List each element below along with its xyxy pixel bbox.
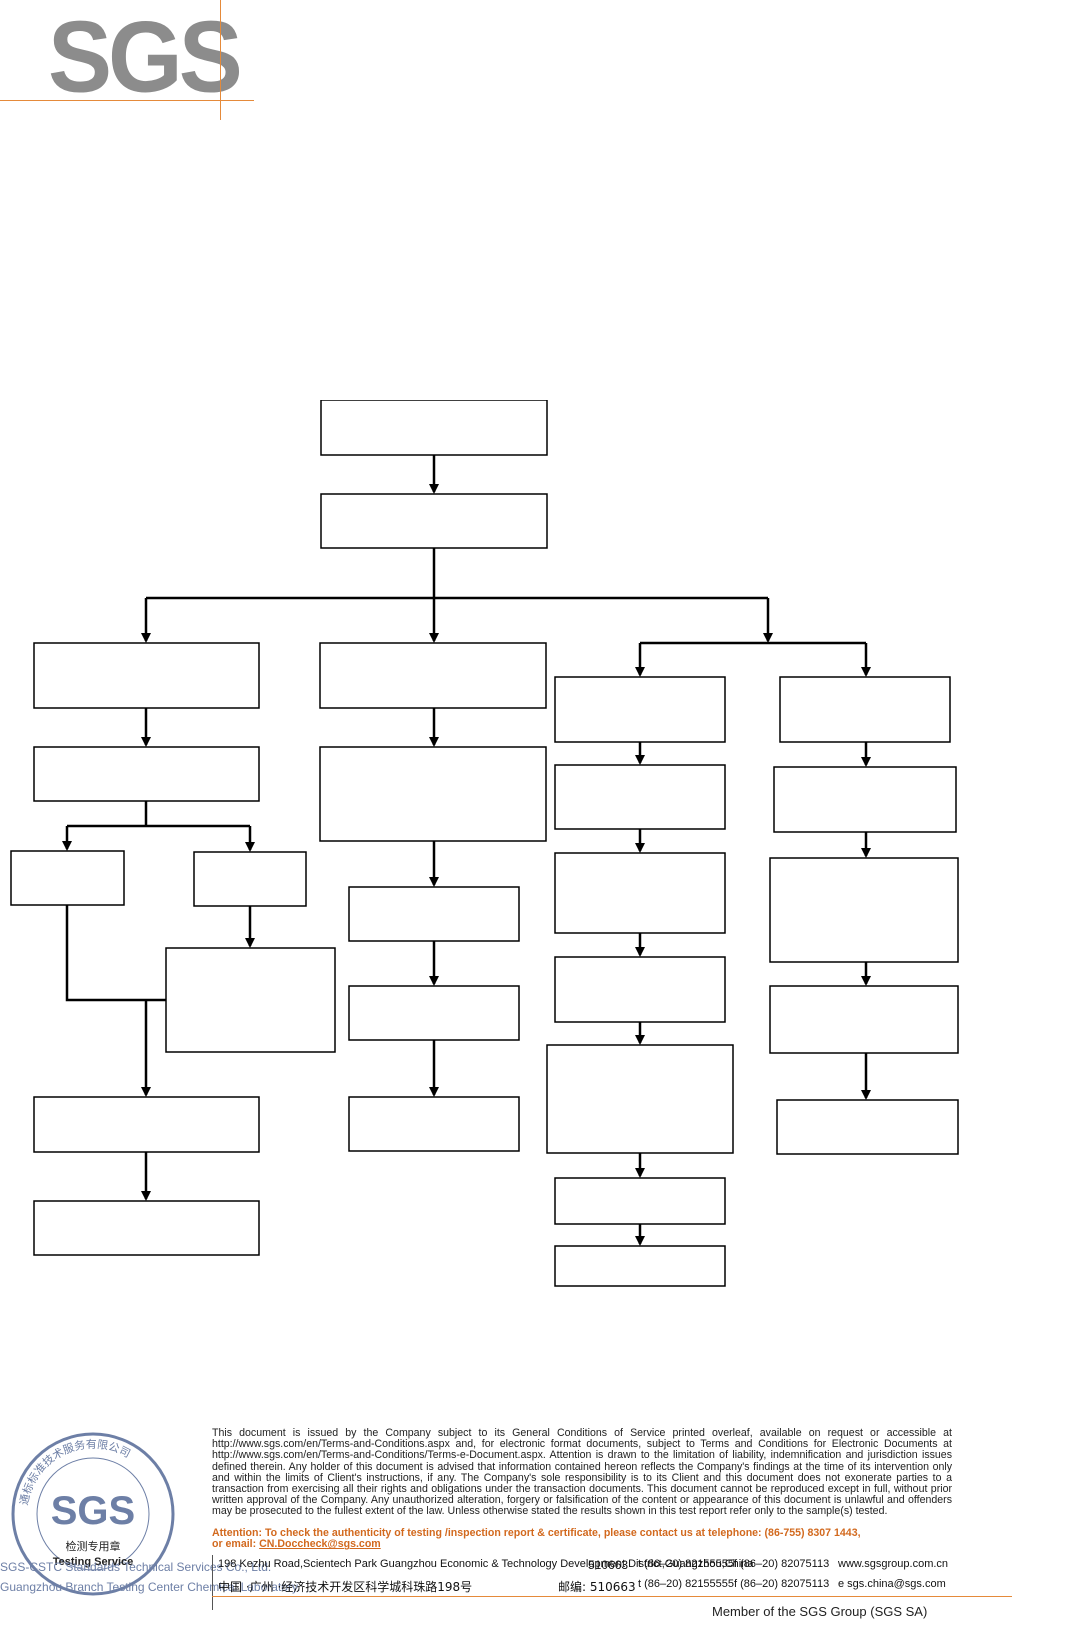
flow-box-c1-3a [10, 850, 125, 906]
sgs-logo: SGS [48, 2, 248, 112]
flow-box-c2-1 [319, 642, 547, 709]
flow-box-c1-6 [33, 1200, 260, 1256]
footer-rule [212, 1596, 1012, 1597]
fax-cn: f (86–20) 82075113 [734, 1578, 830, 1590]
flow-box-c4-2 [773, 766, 957, 833]
sgs-logo-text: SGS [48, 1, 243, 114]
flow-box-c1-4 [165, 947, 336, 1053]
flow-box-c2-2 [319, 746, 547, 842]
testing-service-seal: 通标标准技术服务有限公司 SGS 检测专用章 Testing Service [8, 1428, 178, 1600]
seal-sgs-word: SGS [51, 1489, 135, 1533]
authenticity-email-line: or email: CN.Doccheck@sgs.com [212, 1539, 952, 1550]
address-cn: 中国 ·广州 ·经济技术开发区科学城科珠路198号 [218, 1580, 473, 1594]
flow-box-c3-1 [554, 676, 726, 743]
email-link[interactable]: e sgs.china@sgs.com [838, 1578, 946, 1590]
flowchart-canvas [10, 400, 959, 1287]
flow-box-c3-5 [546, 1044, 734, 1154]
flow-box-2 [320, 493, 548, 549]
flow-box-c1-3b [193, 851, 307, 907]
seal-label-en: Testing Service [53, 1556, 134, 1568]
flow-box-c3-3 [554, 852, 726, 934]
flow-box-c3-2 [554, 764, 726, 830]
flow-box-start [320, 400, 548, 456]
seal-label-cn: 检测专用章 [66, 1539, 121, 1553]
zip-en: 510663 [588, 1558, 629, 1572]
authenticity-notice: Attention: To check the authenticity of … [212, 1527, 952, 1550]
telephone-cn: t (86–20) 82155555 [638, 1578, 735, 1590]
flow-box-c3-7 [554, 1245, 726, 1287]
flowchart [0, 400, 1087, 1360]
logo-divider [220, 0, 221, 120]
address-en: 198 Kezhu Road,Scientech Park Guangzhou … [218, 1558, 754, 1570]
flow-box-c3-4 [554, 956, 726, 1023]
zip-cn: 邮编: 510663 [558, 1580, 636, 1594]
flow-box-c4-4 [769, 985, 959, 1054]
authenticity-phone: Attention: To check the authenticity of … [212, 1527, 861, 1539]
flow-box-c2-4 [348, 985, 520, 1041]
flow-box-c1-1 [33, 642, 260, 709]
doccheck-email-link[interactable]: CN.Doccheck@sgs.com [259, 1538, 381, 1551]
member-statement: Member of the SGS Group (SGS SA) [712, 1604, 928, 1619]
website-link[interactable]: www.sgsgroup.com.cn [838, 1558, 949, 1570]
flow-box-c4-1 [779, 676, 951, 743]
fax-en: f (86–20) 82075113 [734, 1558, 830, 1570]
flow-box-c2-5 [348, 1096, 520, 1152]
flow-box-c1-5 [33, 1096, 260, 1153]
telephone-en: t (86–20) 82155555 [638, 1558, 735, 1570]
flow-box-c1-2 [33, 746, 260, 802]
seal-lab-line1: SGS-CSTC Standards Technical Services Co… [0, 1560, 272, 1574]
email-prefix: or email: [212, 1538, 260, 1551]
flow-connectors [62, 455, 871, 1246]
logo-underline [0, 100, 254, 101]
seal-lab-line2: Guangzhou Branch Testing Center Chemical… [0, 1580, 301, 1594]
flow-box-c4-3 [769, 857, 959, 963]
address-row-cn: 中国 ·广州 ·经济技术开发区科学城科珠路198号 邮编: 510663 t (… [218, 1578, 958, 1596]
address-row-en: 198 Kezhu Road,Scientech Park Guangzhou … [218, 1558, 958, 1576]
flow-box-c2-3 [348, 886, 520, 942]
legal-disclaimer: This document is issued by the Company s… [212, 1427, 952, 1518]
address-divider [212, 1555, 213, 1610]
flow-box-c3-6 [554, 1177, 726, 1225]
flow-box-c4-5 [776, 1099, 959, 1155]
